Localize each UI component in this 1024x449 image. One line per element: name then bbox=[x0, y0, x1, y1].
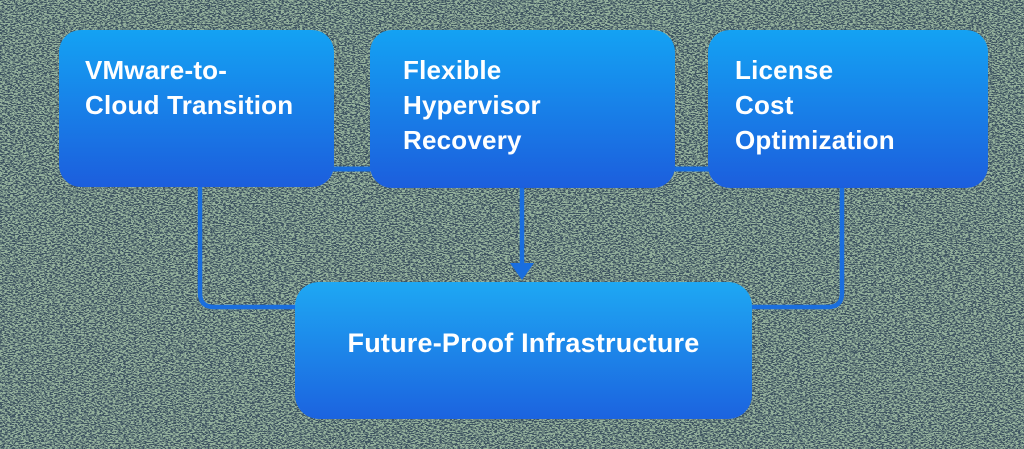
node-license-cost-optimization: License Cost Optimization bbox=[708, 30, 988, 188]
label-line: License bbox=[735, 55, 834, 85]
node-flexible-hypervisor-recovery: Flexible Hypervisor Recovery bbox=[370, 30, 675, 188]
label-line: Recovery bbox=[403, 125, 522, 155]
label-line: Cost bbox=[735, 90, 794, 120]
node-vmware-to-cloud-transition: VMware-to- Cloud Transition bbox=[59, 30, 334, 187]
label-line: Cloud Transition bbox=[85, 90, 294, 120]
node-label: VMware-to- Cloud Transition bbox=[85, 53, 324, 123]
node-label: License Cost Optimization bbox=[735, 53, 978, 158]
node-label: Flexible Hypervisor Recovery bbox=[403, 53, 665, 158]
label-line: Hypervisor bbox=[403, 90, 541, 120]
node-label: Future-Proof Infrastructure bbox=[347, 328, 700, 358]
connector-left-elbow bbox=[197, 180, 298, 310]
label-line: Optimization bbox=[735, 125, 895, 155]
label-line: Flexible bbox=[403, 55, 502, 85]
node-future-proof-infrastructure: Future-Proof Infrastructure bbox=[295, 282, 752, 419]
arrow-down-icon bbox=[510, 263, 534, 280]
connector-right-elbow bbox=[749, 180, 845, 310]
label-line: VMware-to- bbox=[85, 55, 228, 85]
